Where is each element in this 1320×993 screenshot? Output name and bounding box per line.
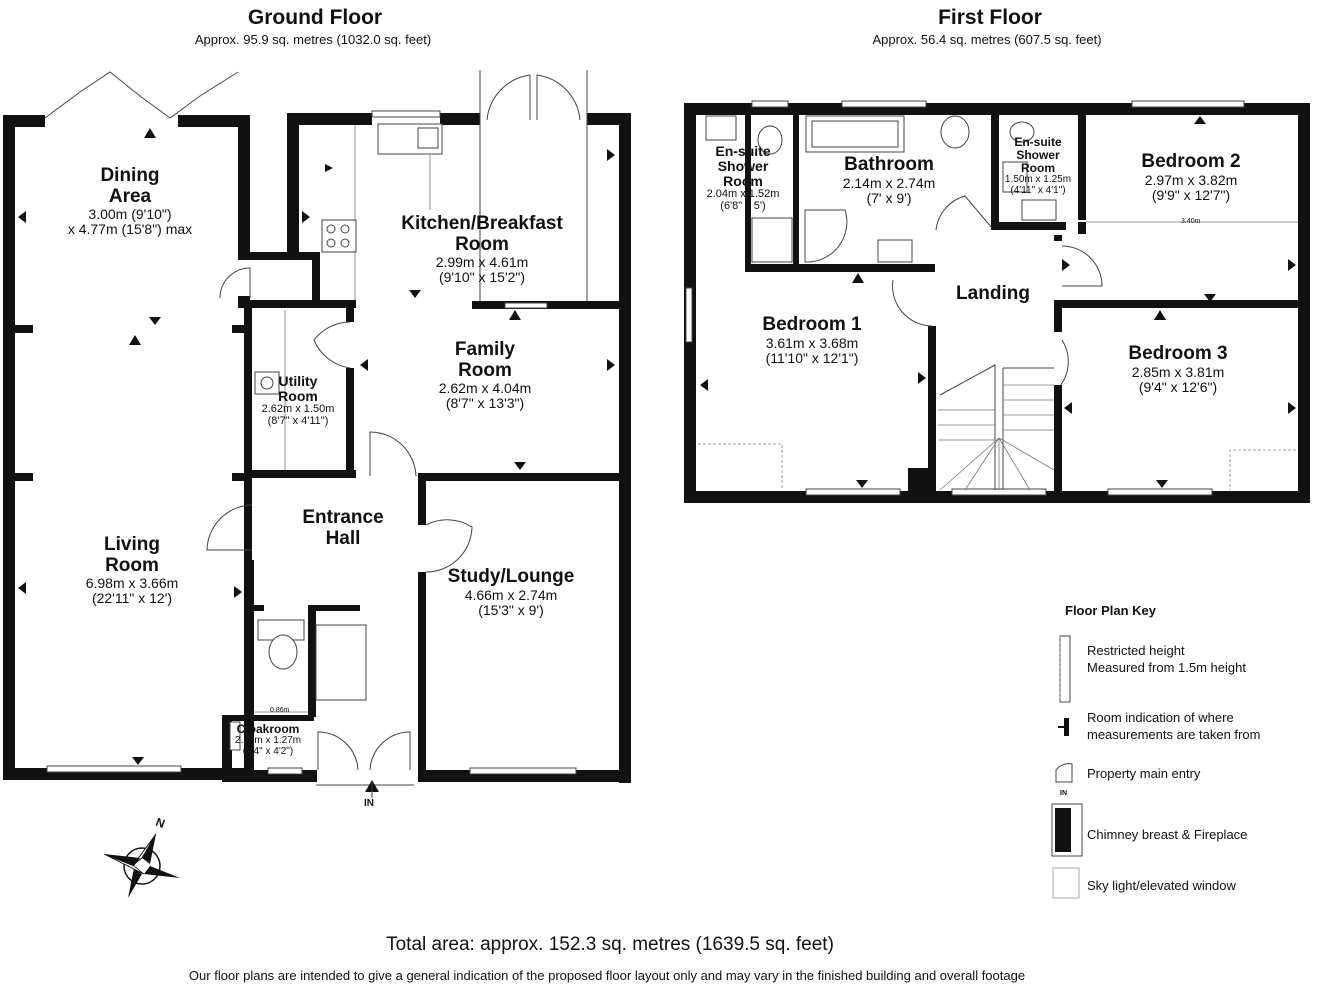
ground-floor-area: Approx. 95.9 sq. metres (1032.0 sq. feet… [194,32,432,47]
key-entry-in-label: IN [1060,790,1067,797]
ground-floor-title: Ground Floor [247,6,383,29]
key-item-main-entry: Property main entry [1087,766,1201,781]
room-kitchen-breakfast: Kitchen/Breakfast Room 2.99m x 4.61m (9'… [401,213,563,286]
compass-rose [103,833,180,898]
room-bedroom-3: Bedroom 3 2.85m x 3.81m (9'4" x 12'6") [1128,343,1228,395]
room-dining-area: Dining Area 3.00m (9'10") x 4.77m (15'8"… [67,165,193,238]
room-bedroom-1: Bedroom 1 3.61m x 3.68m (11'10" x 12'1") [762,314,862,366]
key-item-chimney-breast: Chimney breast & Fireplace [1087,827,1248,842]
room-ensuite-1: En-suite Shower Room 2.04m x 1.52m (6'8"… [706,143,780,213]
first-floor-area: Approx. 56.4 sq. metres (607.5 sq. feet) [872,32,1102,47]
room-utility: Utility Room 2.62m x 1.50m (8'7" x 4'11"… [261,373,335,428]
disclaimer: Our floor plans are intended to give a g… [188,968,1026,983]
key-symbols [1051,635,1083,899]
room-study-lounge: Study/Lounge 4.66m x 2.74m (15'3" x 9') [447,566,575,618]
room-landing: Landing [956,283,1030,304]
bed2-measure-label: 3.40m [1181,218,1201,225]
cloak-measure-label: 0.86m [270,707,290,714]
first-floor-title: First Floor [938,6,1042,29]
room-bedroom-2: Bedroom 2 2.97m x 3.82m (9'9" x 12'7") [1141,151,1241,203]
room-family: Family Room 2.62m x 4.04m (8'7" x 13'3") [438,339,532,412]
ground-floor-fixtures [44,70,588,798]
entry-in-label: IN [364,798,374,809]
key-title: Floor Plan Key [1065,603,1157,618]
first-floor-fixtures [685,100,1298,496]
total-area: Total area: approx. 152.3 sq. metres (16… [386,934,834,955]
first-floor-room-markers [700,116,1296,488]
room-ensuite-2: En-suite Shower Room 1.50m x 1.25m (4'11… [1004,135,1072,196]
key-item-sky-light: Sky light/elevated window [1087,878,1236,893]
room-entrance-hall: Entrance Hall [302,507,384,549]
room-bathroom: Bathroom 2.14m x 2.74m (7' x 9') [842,154,936,206]
ground-floor-walls [3,113,631,783]
room-cloakroom: Cloakroom 2.24m x 1.27m (7'4" x 4'2") [234,722,302,757]
room-living: Living Room 6.98m x 3.66m (22'11" x 12') [85,534,179,607]
ground-floor-room-markers [18,128,615,765]
